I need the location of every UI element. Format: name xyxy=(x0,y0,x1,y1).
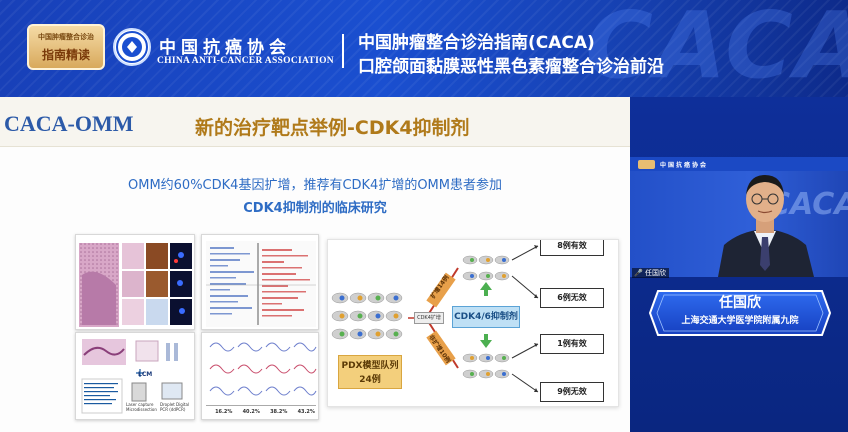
video-badge-icon xyxy=(638,160,655,169)
schema-panel: 16.2% 40.2% 38.2% 43.2% xyxy=(201,332,319,420)
header-banner: CACA 中国肿瘤整合诊治 指南精读 中国抗癌协会 CHINA ANTI-CAN… xyxy=(0,0,848,97)
pct-value: 43.2% xyxy=(297,409,315,415)
banner-bg-text: CACA xyxy=(585,0,848,97)
speaker-person-icon xyxy=(718,175,814,277)
pdx-line1: PDX模型队列 xyxy=(341,361,399,371)
slide-title: 新的治疗靶点举例-CDK4抑制剂 xyxy=(195,117,470,139)
cdk4-small-label: CDK4扩增 xyxy=(414,312,444,324)
slide-subtitle-2: CDK4抑制剂的临床研究 xyxy=(243,201,387,216)
video-banner-text: 中国抗癌协会 xyxy=(660,162,709,169)
pdx-diagram-panel: 8例有效 6例无效 1例有效 9例无效 扩增14例 非扩增10例 CDK4扩增 … xyxy=(327,239,619,407)
org-name-en: CHINA ANTI-CANCER ASSOCIATION xyxy=(157,56,334,66)
histology-panel xyxy=(75,234,195,330)
speaker-video: 中国抗癌协会 CACA xyxy=(630,157,848,277)
org-name-cn: 中国抗癌协会 xyxy=(159,38,291,58)
header-divider xyxy=(342,34,344,68)
histology-image xyxy=(79,243,192,327)
slide-header: CACA-OMM 新的治疗靶点举例-CDK4抑制剂 xyxy=(0,97,630,147)
caca-logo-icon xyxy=(113,28,151,66)
speaker-name: 任国欣 xyxy=(719,295,761,311)
lcm-workflow-panel: LCM Laser capture Microdissection Drople… xyxy=(75,332,195,420)
badge-bottom-text: 指南精读 xyxy=(41,48,90,62)
lcm-workflow-image xyxy=(81,339,183,414)
pct-value: 38.2% xyxy=(270,409,288,415)
lcm-caption: Laser capture Microdissection xyxy=(126,402,157,412)
ddpcr-caption: Droplet Digital PCR (ddPCR) xyxy=(160,402,190,412)
outcome-box-3: 1例有效 xyxy=(540,334,604,354)
participant-name-tag: 🎤 任国欣 xyxy=(632,268,669,278)
pdx-cohort-label: PDX模型队列 24例 xyxy=(338,355,402,389)
mouse-cohort-icons xyxy=(331,292,403,340)
treatment-label: CDK4/6抑制剂 xyxy=(452,306,520,328)
heatmap-panel xyxy=(201,234,319,330)
mic-icon: 🎤 xyxy=(634,269,643,277)
header-title-line2: 口腔颌面黏膜恶性黑色素瘤整合诊治前沿 xyxy=(358,57,664,77)
participant-name: 任国欣 xyxy=(644,269,666,277)
outcome-box-4: 9例无效 xyxy=(540,382,604,402)
name-plate-frame xyxy=(648,290,832,336)
presentation-slide: CACA-OMM 新的治疗靶点举例-CDK4抑制剂 OMM约60%CDK4基因扩… xyxy=(0,97,630,432)
pct-value: 40.2% xyxy=(242,409,260,415)
guideline-badge: 中国肿瘤整合诊治 指南精读 xyxy=(27,24,105,70)
slide-brand: CACA-OMM xyxy=(4,111,134,136)
outcome-box-2: 6例无效 xyxy=(540,288,604,308)
pct-row: 16.2% 40.2% 38.2% 43.2% xyxy=(210,409,318,415)
video-banner xyxy=(630,157,848,171)
slide-subtitle-1: OMM约60%CDK4基因扩增，推荐有CDK4扩增的OMM患者参加 xyxy=(128,178,502,193)
outcome-box-1: 8例有效 xyxy=(540,240,604,256)
speaker-affiliation: 上海交通大学医学院附属九院 xyxy=(681,316,799,326)
lcm-label: LCM xyxy=(138,371,153,378)
schema-image xyxy=(206,342,317,406)
pct-value: 16.2% xyxy=(215,409,233,415)
header-title-line1: 中国肿瘤整合诊治指南(CACA) xyxy=(358,33,595,53)
pdx-line2: 24例 xyxy=(359,375,381,385)
copy-number-heatmap xyxy=(206,241,316,327)
badge-top-text: 中国肿瘤整合诊治 xyxy=(38,33,94,41)
pdx-flow-diagram xyxy=(331,245,539,393)
